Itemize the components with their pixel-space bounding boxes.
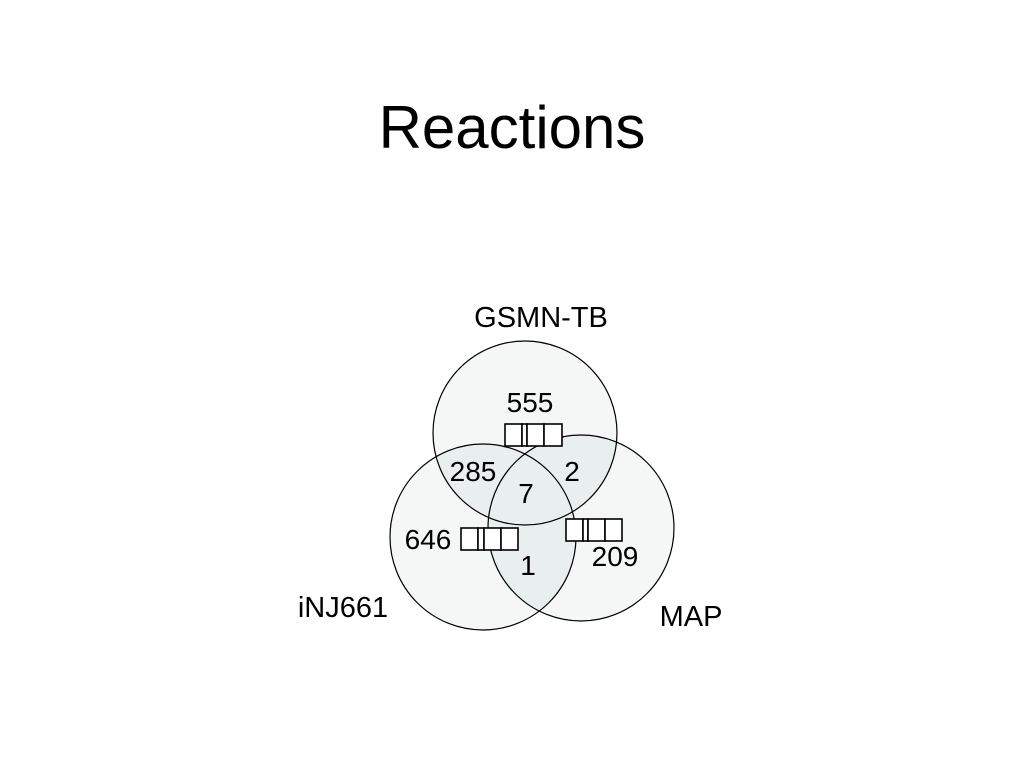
count-inj-map: 1 [520,550,536,581]
missing-glyph-boxes-map [565,518,623,542]
set-label-gsmn: GSMN-TB [474,302,608,334]
count-gsmn-only: 555 [507,387,554,418]
set-label-inj: iNJ661 [298,592,388,624]
missing-glyph-boxes-inj [460,527,519,551]
count-gsmn-inj: 285 [450,456,497,487]
count-gsmn-map: 2 [564,456,580,487]
circle-gsmn-outline [432,340,618,526]
missing-glyph-boxes-gsmn [504,423,563,447]
count-map-only: 209 [592,541,639,572]
overlap-inj-map [488,444,576,621]
slide-title: Reactions [378,94,646,161]
set-label-map: MAP [660,601,723,633]
count-inj-only: 646 [405,524,452,555]
count-all-three: 7 [518,478,534,509]
